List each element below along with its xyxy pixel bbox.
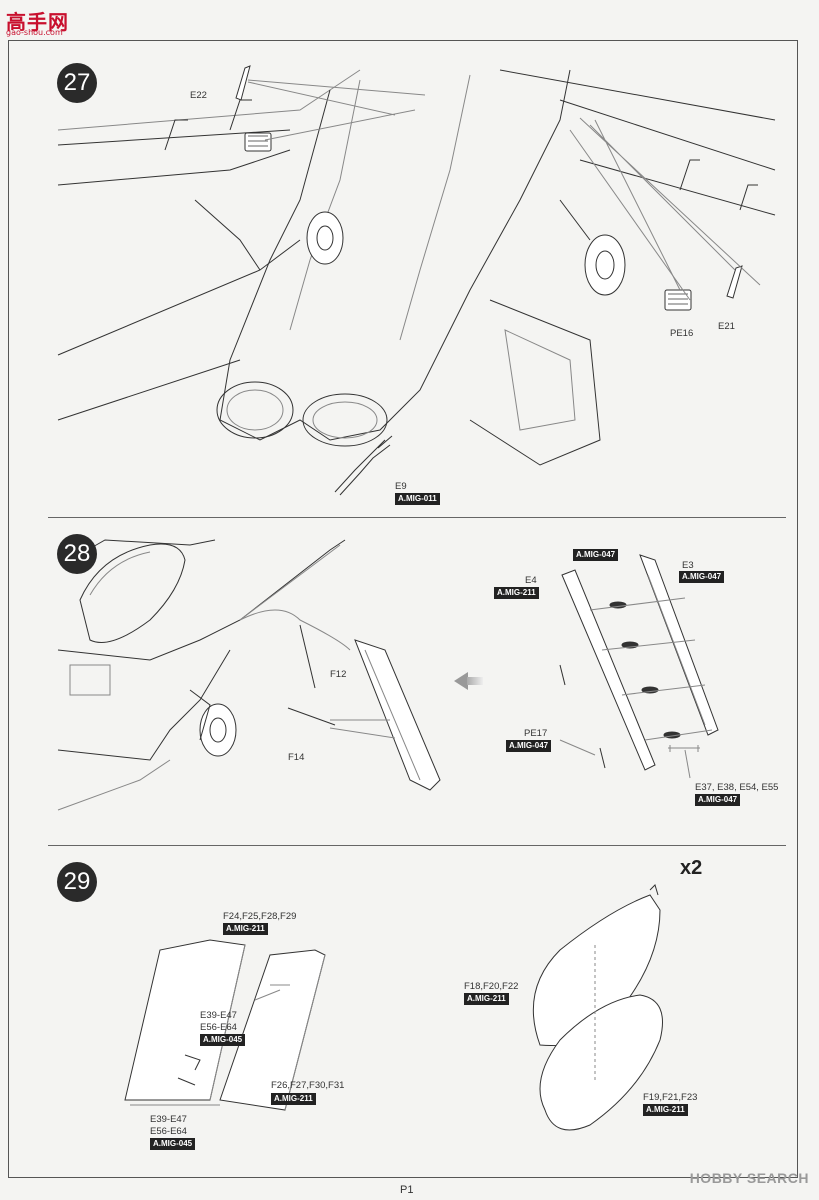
label-e3: E3	[682, 560, 694, 571]
paint-tag-e39-a: A.MIG-045	[200, 1034, 246, 1046]
divider-27-28	[48, 517, 786, 518]
page-frame	[8, 40, 798, 1178]
step-28-number: 28	[57, 534, 97, 574]
quantity-multiplier: x2	[680, 857, 703, 879]
label-e39-e47-a: E39-E47	[200, 1010, 237, 1021]
label-f26-f31: F26,F27,F30,F31	[271, 1080, 345, 1091]
label-f14: F14	[288, 752, 305, 763]
label-f19-f23: F19,F21,F23	[643, 1092, 698, 1103]
label-f12: F12	[330, 669, 347, 680]
step27-aircraft-drawing	[57, 65, 776, 496]
divider-28-29	[48, 845, 786, 846]
step29-drawing	[124, 884, 663, 1131]
label-f18-f22: F18,F20,F22	[464, 981, 519, 992]
step-27-number: 27	[57, 63, 97, 103]
paint-tag-e4: A.MIG-211	[494, 587, 539, 599]
label-f24-f29: F24,F25,F28,F29	[223, 911, 297, 922]
label-e39-e47-b: E39-E47	[150, 1114, 187, 1125]
label-pe16: PE16	[670, 328, 694, 339]
label-e22: E22	[190, 90, 207, 101]
paint-tag-e3: A.MIG-047	[679, 571, 725, 583]
site-logo: 高手网 gao-shou.com	[6, 6, 76, 38]
paint-tag-e9: A.MIG-011	[395, 493, 440, 505]
paint-tag-top: A.MIG-047	[573, 549, 619, 561]
paint-tag-f24: A.MIG-211	[223, 923, 268, 935]
paint-tag-f18: A.MIG-211	[464, 993, 509, 1005]
direction-arrow-tail	[467, 677, 483, 685]
paint-tag-f19: A.MIG-211	[643, 1104, 688, 1116]
step-29-number: 29	[57, 862, 97, 902]
paint-tag-pe17: A.MIG-047	[506, 740, 552, 752]
label-pe17: PE17	[524, 728, 548, 739]
paint-tag-e37: A.MIG-047	[695, 794, 741, 806]
watermark-text: HOBBY SEARCH	[689, 1170, 809, 1186]
label-e37-e55: E37, E38, E54, E55	[695, 782, 779, 793]
label-e9: E9	[395, 481, 407, 492]
paint-tag-e39-b: A.MIG-045	[150, 1138, 196, 1150]
label-e21: E21	[718, 321, 735, 332]
logo-url: gao-shou.com	[6, 28, 63, 37]
label-e56-e64-a: E56-E64	[200, 1022, 237, 1033]
paint-tag-f26: A.MIG-211	[271, 1093, 316, 1105]
label-e56-e64-b: E56-E64	[150, 1126, 187, 1137]
step28-drawing	[57, 539, 719, 811]
direction-arrow-left	[454, 672, 468, 690]
label-e4: E4	[525, 575, 537, 586]
page-number: P1	[400, 1184, 414, 1196]
logo-text: 高手网	[6, 10, 69, 34]
